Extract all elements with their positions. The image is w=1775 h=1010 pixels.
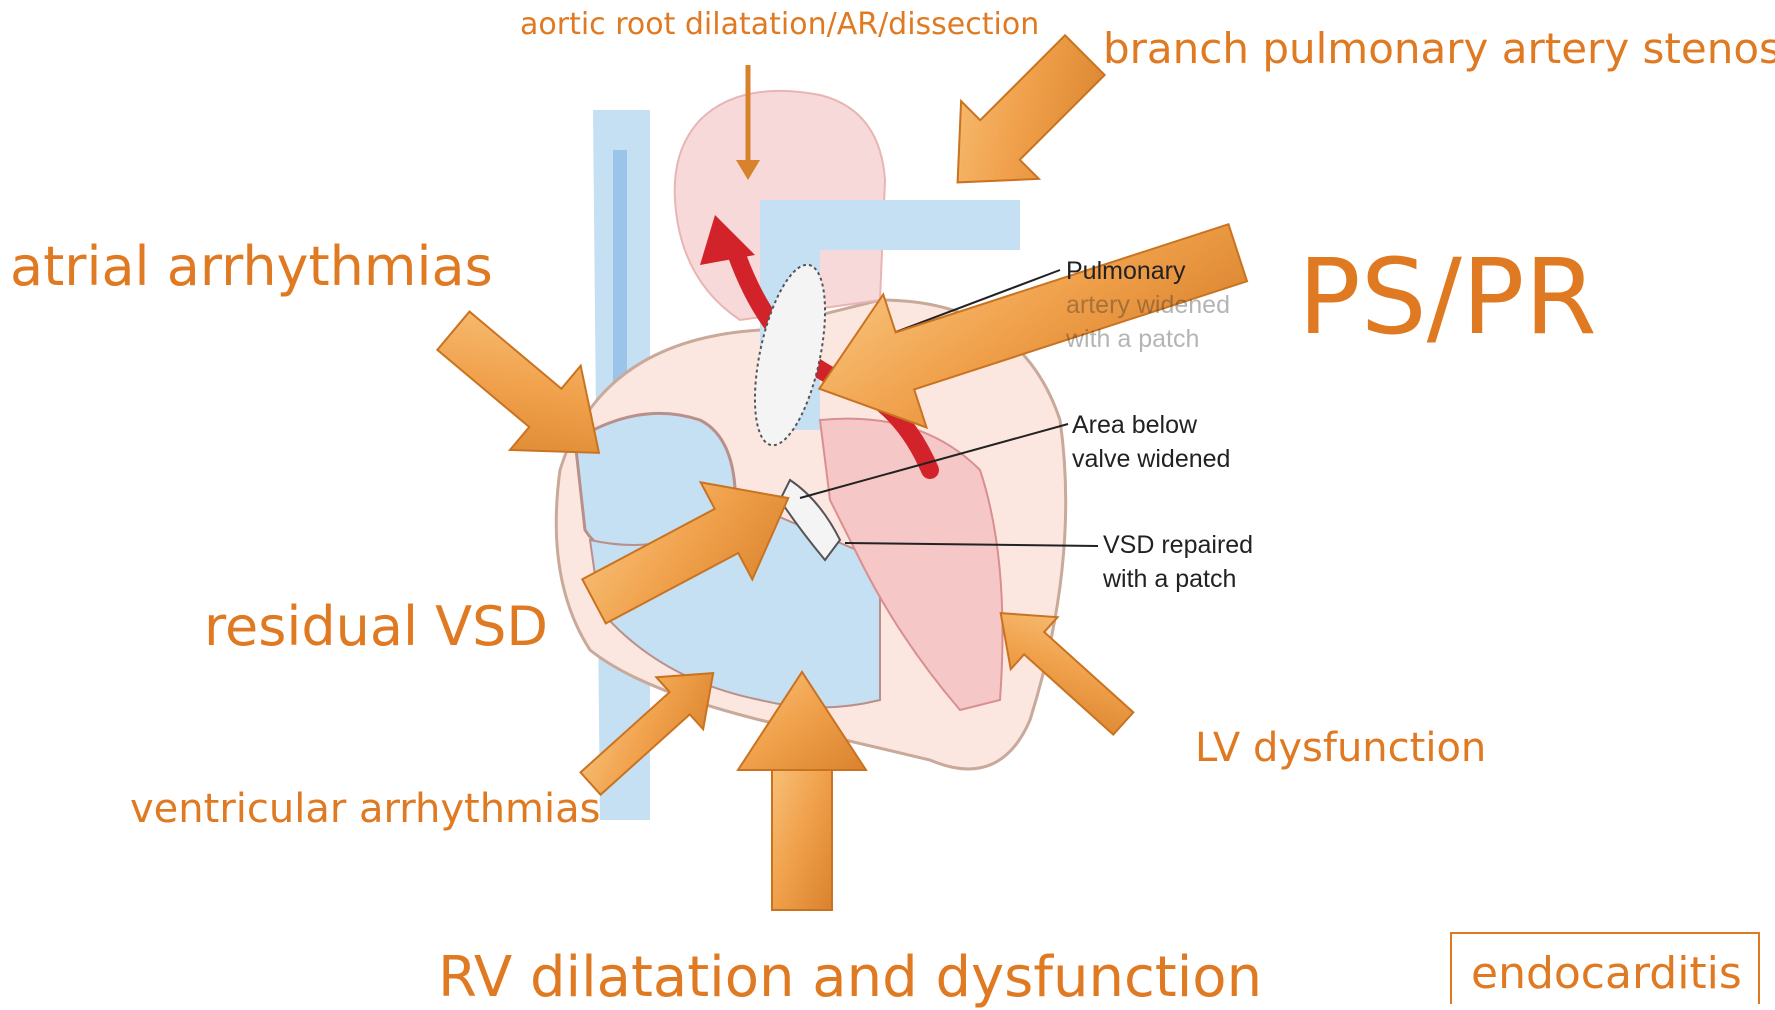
label-lv-dysfunction: LV dysfunction: [1195, 728, 1486, 768]
area-below-label-line1: Area below: [1072, 408, 1197, 442]
label-ventricular-arrhythmias: ventricular arrhythmias: [130, 789, 601, 829]
area-below-label-line2: valve widened: [1072, 442, 1230, 476]
pulmonary-patch-label-line1: Pulmonary: [1066, 254, 1186, 288]
vsd-patch-label-line1: VSD repaired: [1103, 528, 1253, 562]
label-atrial-arrhythmias: atrial arrhythmias: [10, 240, 493, 294]
vsd-patch-label-line2: with a patch: [1103, 562, 1236, 596]
label-residual-vsd: residual VSD: [204, 600, 548, 654]
arrow-branch-pa: [919, 16, 1124, 221]
label-ps-pr: PS/PR: [1298, 245, 1597, 349]
label-endocarditis: endocarditis: [1471, 952, 1742, 996]
label-branch-pa-stenosis: branch pulmonary artery stenosis: [1103, 28, 1775, 70]
pulmonary-patch-label-line3: with a patch: [1066, 322, 1199, 356]
label-aortic-root: aortic root dilatation/AR/dissection: [520, 10, 1039, 40]
pulmonary-patch-label-line2: artery widened: [1066, 288, 1230, 322]
label-rv-dilatation: RV dilatation and dysfunction: [438, 950, 1262, 1006]
